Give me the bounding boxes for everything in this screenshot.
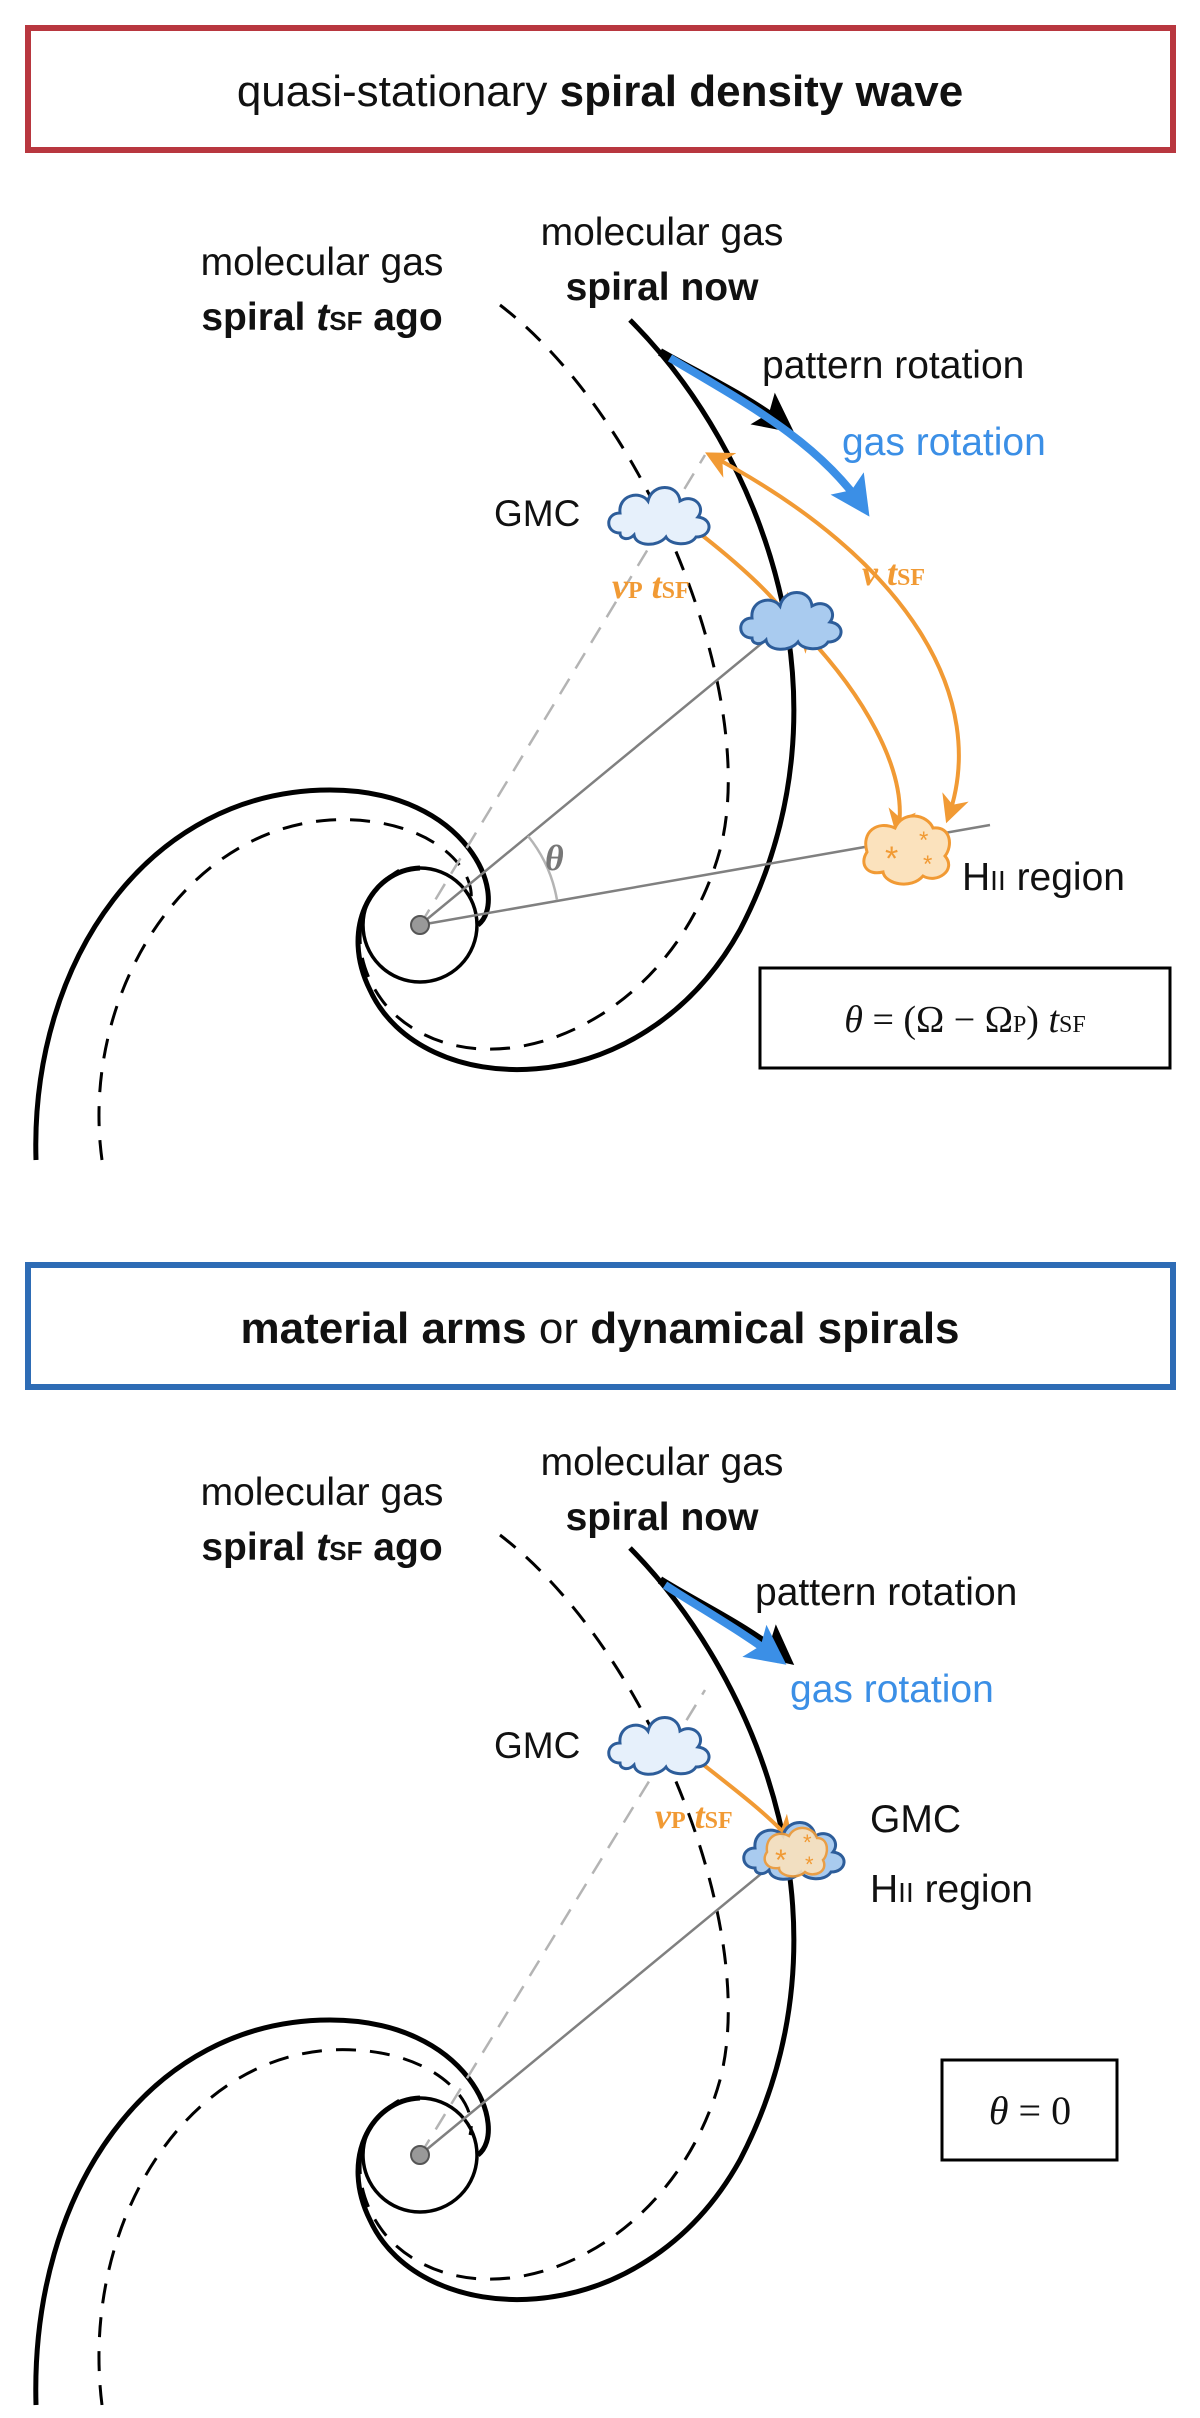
radial-line-gmc-now-2: [419, 1849, 791, 2156]
panel-density-wave: quasi-stationary spiral density wave: [25, 25, 1176, 1161]
v-tsf-arrow: [705, 452, 969, 824]
gas-rotation-label: gas rotation: [842, 421, 1046, 464]
spiral-now-arm-2: [355, 1546, 797, 2303]
spiral-ago-arm: [358, 303, 730, 1051]
hii-region-label-2: HII region: [870, 1868, 1033, 1911]
mg-ago-line1: molecular gas: [201, 241, 444, 284]
gmc-label: GMC: [494, 493, 580, 534]
spiral-ago-outer-arm-2: [97, 2048, 473, 2406]
gmc-label-right: GMC: [870, 1798, 961, 1841]
panel1-title-box: [25, 25, 1176, 153]
formula-box-2: [940, 2058, 1119, 2162]
spiral-now-arm: [355, 318, 797, 1073]
panel1-title: quasi-stationary spiral density wave: [237, 67, 963, 116]
spiral-now-outer-arm: [33, 787, 491, 1161]
formula-text: θ = (Ω − ΩP) tSF: [844, 999, 1085, 1041]
gas-rotation-arrow-2: [662, 1581, 787, 1665]
hii-region-icon: * * *: [862, 814, 951, 886]
theta-arc: [527, 835, 559, 901]
theta-label: θ: [545, 838, 564, 878]
vp-tsf-label-2: vP tSF: [655, 1796, 733, 1836]
gmc-hii-cloud-icon: * * *: [742, 1821, 846, 1881]
mg-now-line1-2: molecular gas: [541, 1441, 784, 1484]
star-glyph: *: [885, 840, 898, 878]
mg-ago-line2: spiral tSF ago: [201, 296, 442, 339]
gas-rotation-label-2: gas rotation: [790, 1668, 994, 1711]
mg-ago-line1-2: molecular gas: [201, 1471, 444, 1514]
gmc-label-left: GMC: [494, 1725, 580, 1766]
mg-now-line1: molecular gas: [541, 211, 784, 254]
panel2-title: material arms or dynamical spirals: [240, 1304, 959, 1353]
gmc-to-hii-arrow: [796, 623, 916, 838]
galaxy-center-dot: [410, 915, 430, 935]
star-glyph: *: [805, 1852, 814, 1877]
star-glyph: *: [775, 1844, 787, 1877]
panel-material-arms: material arms or dynamical spirals * * *…: [25, 1262, 1176, 2406]
radial-line-gmc-now: [419, 619, 791, 926]
hii-region-label: HII region: [962, 856, 1125, 899]
vp-tsf-label: vP tSF: [612, 566, 690, 606]
pattern-rotation-label-2: pattern rotation: [755, 1571, 1017, 1614]
formula-text-2: θ = 0: [989, 2088, 1071, 2133]
spiral-ago-arm-2: [358, 1533, 730, 2281]
gmc-now-cloud-icon: [739, 591, 843, 651]
panel2-title-box: [25, 1262, 1176, 1390]
galaxy-center-dot-2: [410, 2145, 430, 2165]
star-glyph: *: [923, 851, 932, 878]
gmc-ago-cloud-icon: [607, 486, 711, 546]
spiral-now-outer-arm-2: [33, 2017, 491, 2406]
formula-box: [758, 966, 1172, 1070]
mg-now-line2-2: spiral now: [566, 1496, 760, 1539]
v-tsf-label: v tSF: [862, 553, 925, 593]
mg-now-line2: spiral now: [566, 266, 760, 309]
pattern-rotation-label: pattern rotation: [762, 344, 1024, 387]
spiral-arms-2: [33, 1533, 797, 2406]
gmc-ago-cloud-icon-2: [607, 1716, 711, 1776]
spiral-ago-outer-arm: [97, 818, 473, 1161]
star-glyph: *: [919, 827, 928, 854]
mg-ago-line2-2: spiral tSF ago: [201, 1526, 442, 1569]
star-glyph: *: [803, 1830, 812, 1855]
spiral-arms: [33, 303, 797, 1161]
